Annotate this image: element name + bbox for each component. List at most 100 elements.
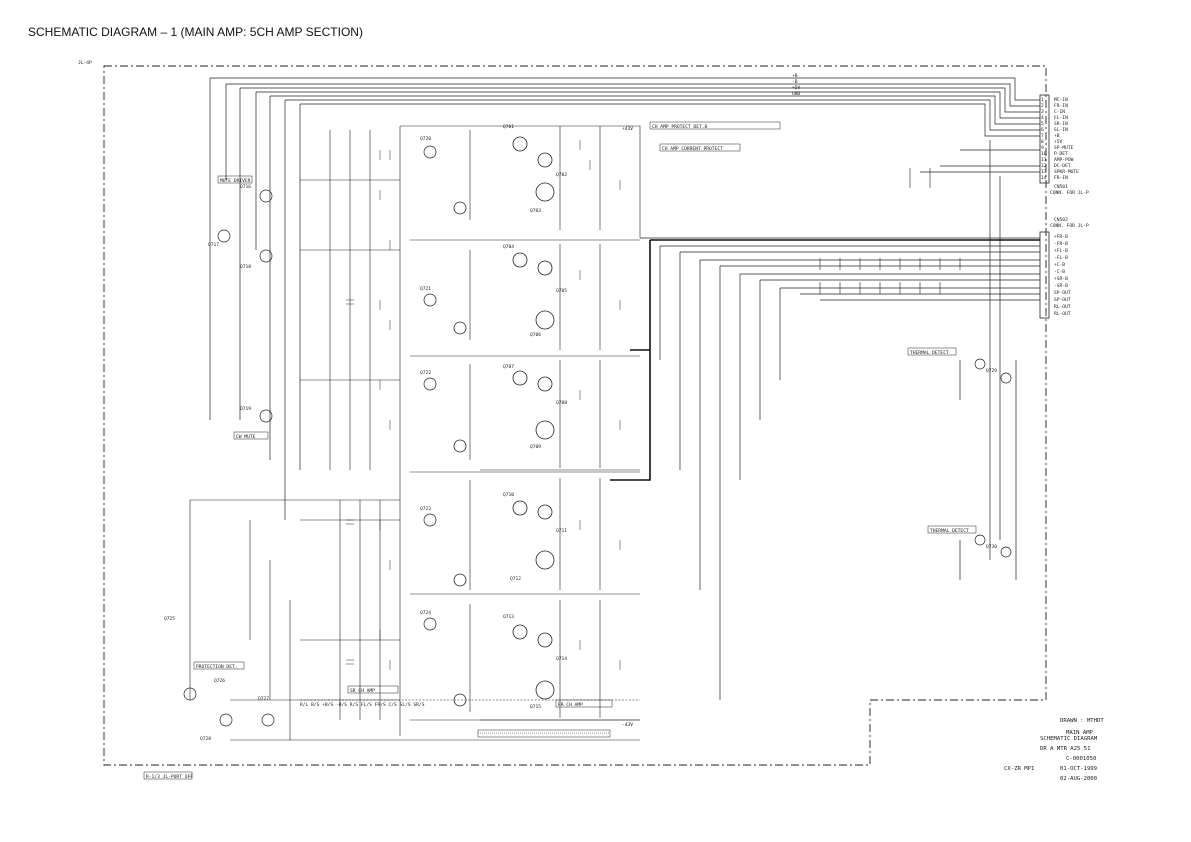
connector-bottom: [1039, 231, 1050, 319]
bottom-bus-label: R/L B/S +B/S -B/S R/S FL/S FR/S C/S SL/S…: [300, 702, 425, 708]
svg-text:Q723: Q723: [420, 506, 431, 512]
top-bus: [209, 77, 1040, 520]
svg-text:RL-OUT: RL-OUT: [1054, 304, 1071, 310]
svg-text:+C-B: +C-B: [1054, 262, 1065, 268]
svg-text:Q727: Q727: [258, 696, 269, 702]
resistor-network: [819, 168, 961, 294]
page-corner-tag: JL-4P: [78, 60, 92, 66]
left-transistors: [183, 145, 437, 727]
svg-text:FR-IN: FR-IN: [1054, 175, 1068, 181]
svg-text:Q719: Q719: [240, 406, 251, 412]
svg-text:GND: GND: [792, 91, 801, 97]
connector-top: [1039, 94, 1050, 184]
svg-text:7: 7: [1041, 133, 1044, 139]
sr-ch-amp-label: SR CH AMP: [350, 688, 375, 694]
thermal-detect-label-1: THERMAL DETECT: [910, 350, 949, 356]
svg-text:+B: +B: [792, 73, 798, 79]
svg-text:Q709: Q709: [530, 444, 541, 450]
cw-mute-label: CW MUTE: [236, 434, 256, 440]
svg-text:+5V: +5V: [792, 85, 801, 91]
svg-text:2: 2: [1041, 103, 1044, 109]
connector-top-signals: MC-IN FR-IN C-IN FL-IN SR-IN SL-IN +B +5…: [1050, 97, 1089, 196]
channel-wiring: [189, 125, 641, 741]
svg-text:P-DET: P-DET: [1054, 151, 1068, 157]
svg-text:CN502: CN502: [1054, 217, 1068, 223]
transistor-labels: Q701 Q702 Q703 Q704 Q705 Q706 Q707 Q708 …: [164, 124, 997, 742]
svg-text:CX-ZR MP1: CX-ZR MP1: [1004, 766, 1034, 772]
svg-text:+FR-B: +FR-B: [1054, 234, 1068, 240]
heavy-bus: [610, 239, 1040, 481]
svg-text:C-0001050: C-0001050: [1066, 756, 1096, 762]
svg-text:CONN. FOR JL-P: CONN. FOR JL-P: [1050, 190, 1089, 196]
svg-text:+B: +B: [1054, 133, 1060, 139]
svg-text:02-AUG-2000: 02-AUG-2000: [1060, 776, 1097, 782]
svg-text:Q725: Q725: [164, 616, 175, 622]
svg-text:CONN. FOR JL-P: CONN. FOR JL-P: [1050, 223, 1089, 229]
svg-text:Q711: Q711: [556, 528, 567, 534]
svg-text:Q718: Q718: [240, 264, 251, 270]
svg-text:SL-IN: SL-IN: [1054, 127, 1068, 133]
protect-label-2: CH AMP CURRENT PROTECT: [662, 146, 723, 152]
svg-text:4: 4: [1041, 115, 1044, 121]
svg-text:FL-IN: FL-IN: [1054, 115, 1068, 121]
svg-text:Q722: Q722: [420, 370, 431, 376]
svg-text:DR A MTR A25 51: DR A MTR A25 51: [1040, 746, 1091, 752]
page-title: SCHEMATIC DIAGRAM – 1 (MAIN AMP: 5CH AMP…: [28, 25, 363, 39]
output-wiring: [640, 140, 1040, 700]
svg-text:MC-IN: MC-IN: [1054, 97, 1068, 103]
boxed-labels: [143, 121, 977, 780]
svg-text:11: 11: [1041, 157, 1047, 163]
svg-text:SCHEMATIC DIAGRAM: SCHEMATIC DIAGRAM: [1040, 736, 1098, 742]
bus-labels: +B -B +5V GND +43V -43V: [622, 73, 801, 728]
svg-text:Q715: Q715: [530, 704, 541, 710]
protection-label: PROTECTION DET.: [196, 664, 238, 670]
svg-text:14: 14: [1041, 175, 1047, 181]
svg-text:+SR-B: +SR-B: [1054, 276, 1068, 282]
svg-text:12: 12: [1041, 163, 1047, 169]
title-block: DRAWN : MTHDT MAIN AMP SCHEMATIC DIAGRAM…: [1004, 718, 1104, 782]
svg-text:10: 10: [1041, 151, 1047, 157]
svg-text:Q710: Q710: [503, 492, 514, 498]
frame: [103, 65, 1047, 766]
svg-text:Q721: Q721: [420, 286, 431, 292]
svg-text:+FL-B: +FL-B: [1054, 248, 1068, 254]
svg-text:Q703: Q703: [530, 208, 541, 214]
svg-text:Q705: Q705: [556, 288, 567, 294]
svg-text:Q728: Q728: [200, 736, 211, 742]
svg-text:Q713: Q713: [503, 614, 514, 620]
svg-text:Q717: Q717: [208, 242, 219, 248]
svg-text:Q704: Q704: [503, 244, 514, 250]
svg-text:SPKR-MUTE: SPKR-MUTE: [1054, 169, 1079, 175]
svg-text:-43V: -43V: [622, 722, 633, 728]
svg-text:-FL-B: -FL-B: [1054, 255, 1068, 261]
svg-text:+5V: +5V: [1054, 139, 1063, 145]
svg-text:13: 13: [1041, 169, 1047, 175]
svg-text:+43V: +43V: [622, 126, 633, 132]
svg-text:AMP-POW: AMP-POW: [1054, 157, 1074, 163]
svg-text:-C-B: -C-B: [1054, 269, 1065, 275]
bottom-left-tag: R-1/3 JL-PORT OFF: [146, 774, 193, 780]
svg-text:FR-IN: FR-IN: [1054, 103, 1068, 109]
fr-ch-amp-label: FR CH AMP: [558, 702, 583, 708]
svg-text:Q724: Q724: [420, 610, 431, 616]
svg-text:8: 8: [1041, 139, 1044, 145]
svg-text:DC-DET: DC-DET: [1054, 163, 1071, 169]
svg-text:Q712: Q712: [510, 576, 521, 582]
svg-text:Q714: Q714: [556, 656, 567, 662]
boxed-label-text: MUTE DRIVER CW MUTE CH AMP PROTECT DET.B…: [146, 124, 969, 780]
svg-text:CN501: CN501: [1054, 184, 1068, 190]
svg-text:SP-OUT: SP-OUT: [1054, 297, 1071, 303]
power-transistors: [453, 136, 555, 707]
svg-text:5: 5: [1041, 121, 1044, 127]
connector-bottom-labels: CN502 CONN. FOR JL-P +FR-B -FR-B +FL-B -…: [1050, 217, 1089, 317]
bottom-bus-bar: [300, 699, 640, 734]
svg-text:Q716: Q716: [240, 184, 251, 190]
svg-text:MAIN AMP: MAIN AMP: [1066, 730, 1094, 736]
svg-text:SP-MUTE: SP-MUTE: [1054, 145, 1074, 151]
protect-label-1: CH AMP PROTECT DET.B: [652, 124, 708, 130]
svg-text:Q726: Q726: [214, 678, 225, 684]
svg-text:C-IN: C-IN: [1054, 109, 1065, 115]
svg-text:SR-IN: SR-IN: [1054, 121, 1068, 127]
svg-text:DRAWN : MTHDT: DRAWN : MTHDT: [1060, 718, 1104, 724]
